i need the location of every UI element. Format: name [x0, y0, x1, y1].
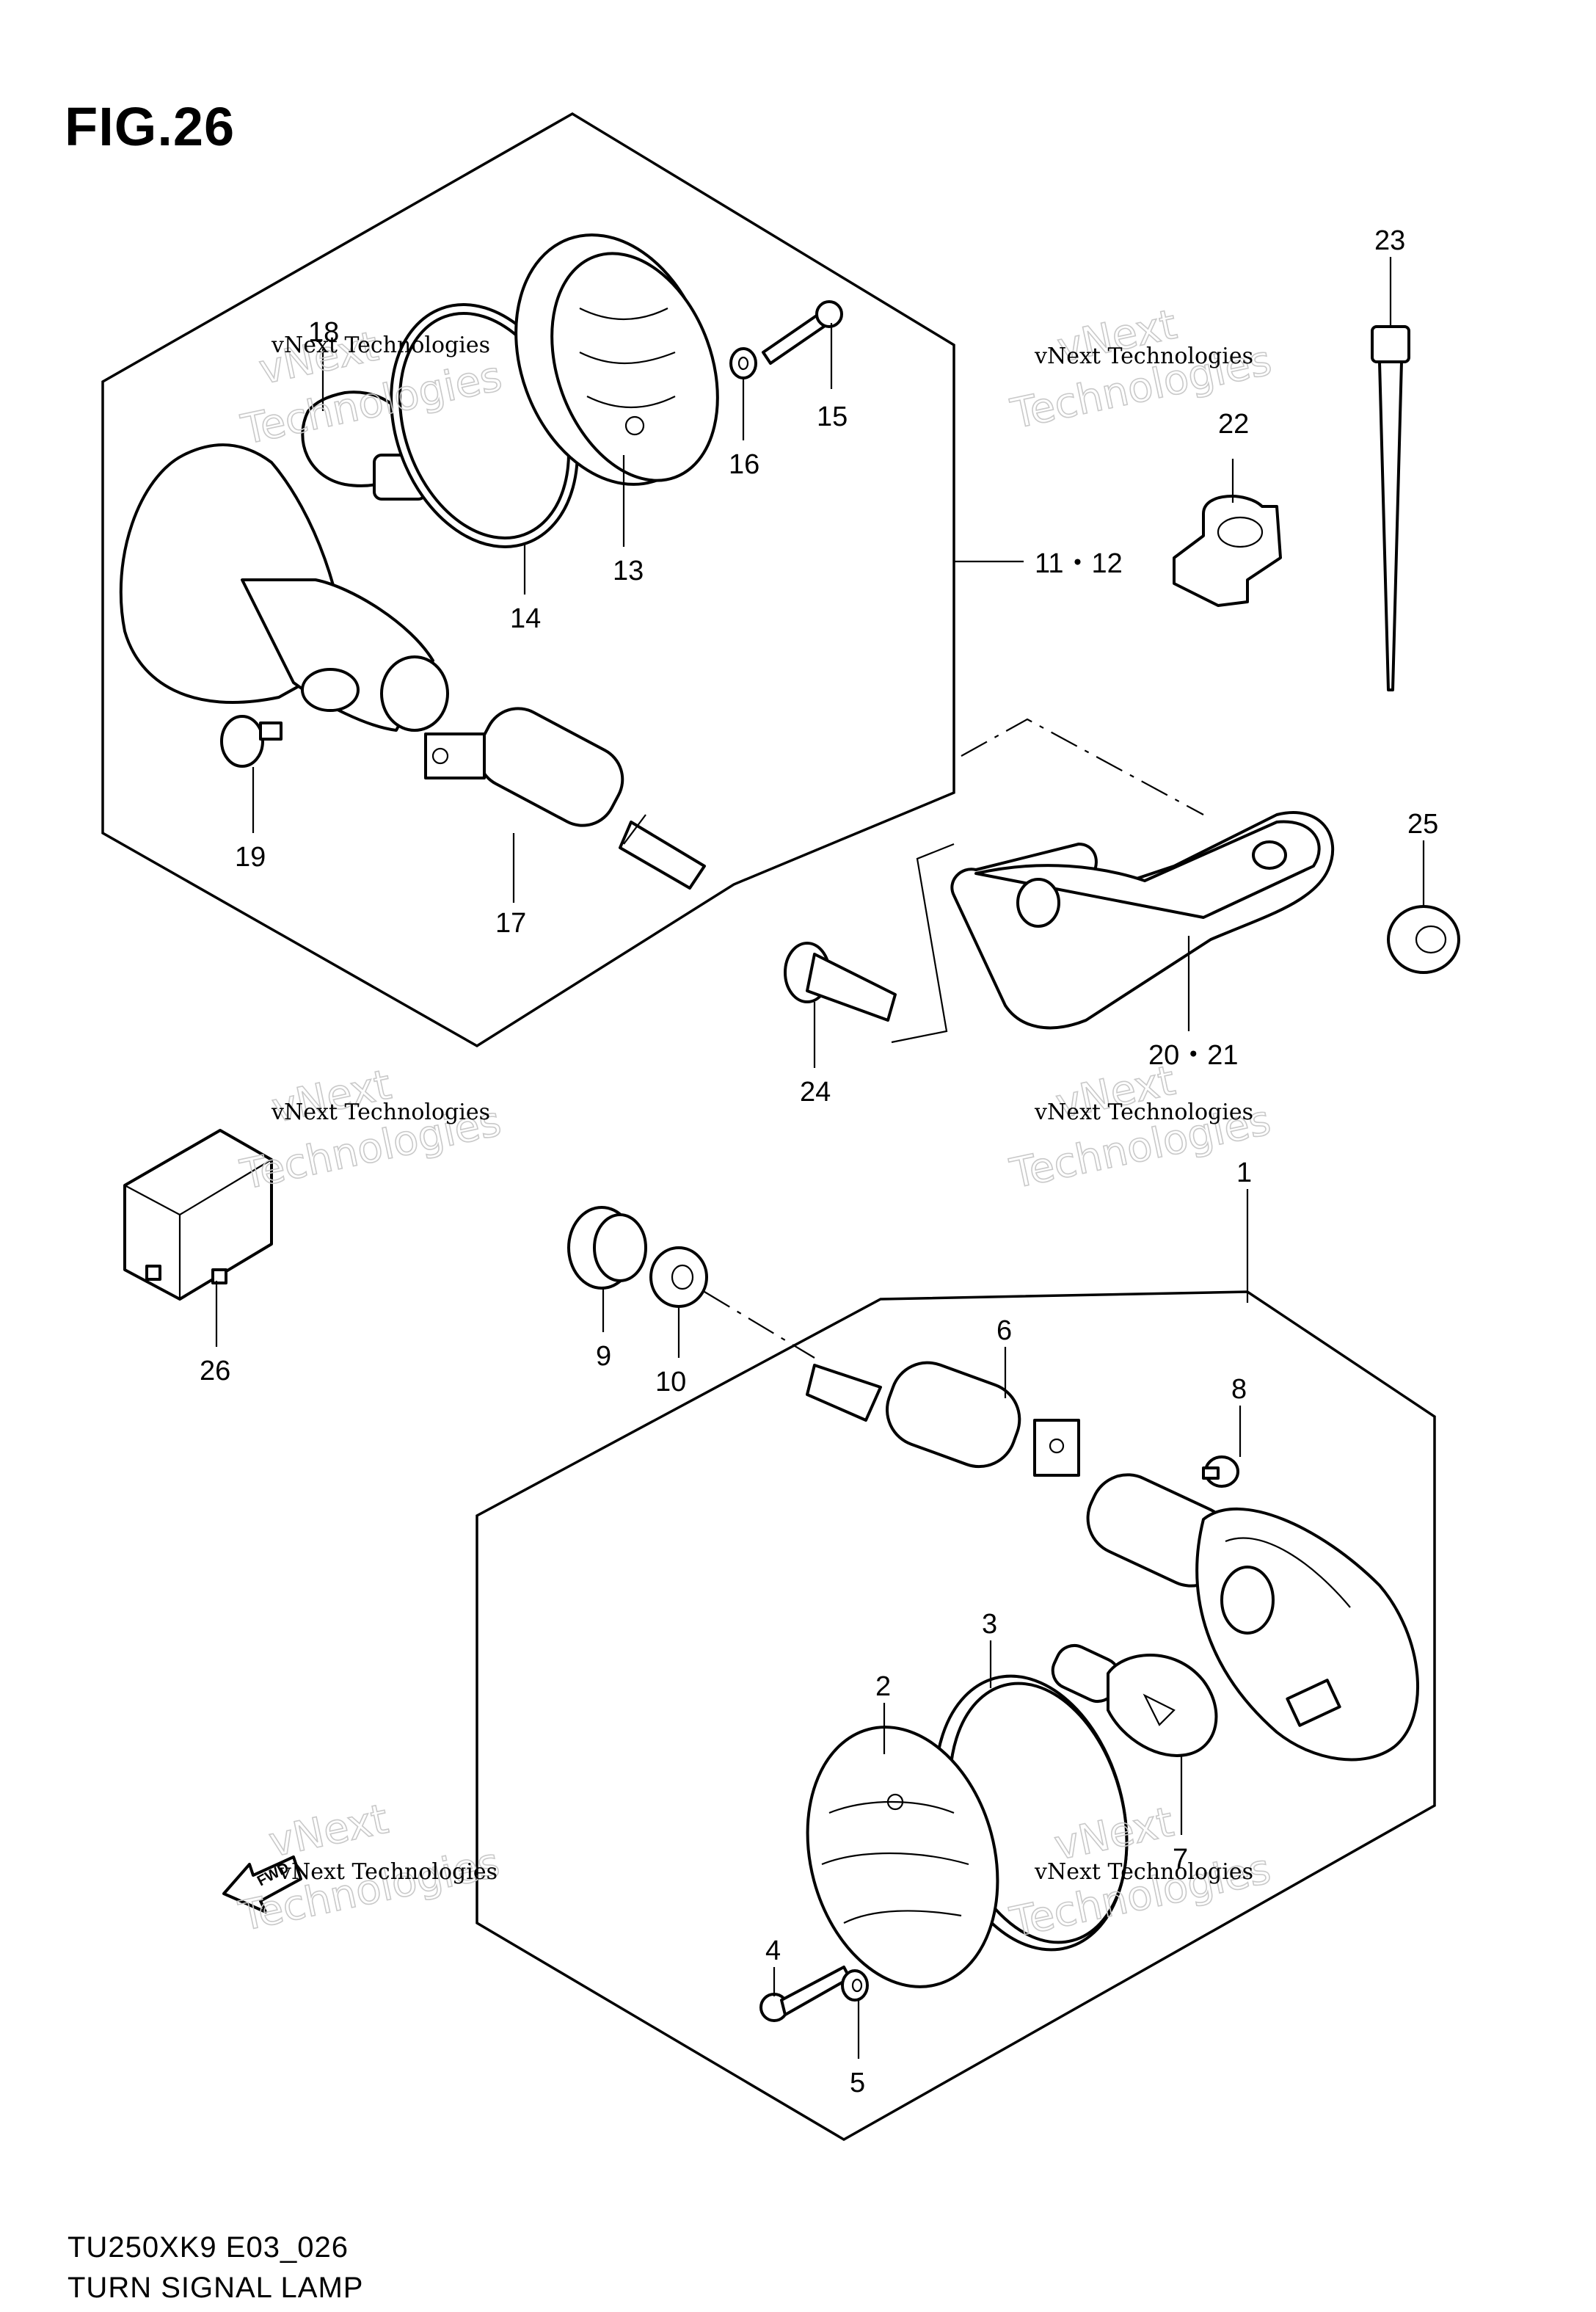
collar-10 — [649, 1246, 708, 1308]
model-code: TU250XK9 E03_026 — [68, 2231, 349, 2264]
callout-23: 23 — [1374, 225, 1405, 256]
svg-text:vNext Technologies: vNext Technologies — [1034, 1859, 1253, 1885]
callout-11-12: 11・12 — [1035, 548, 1123, 579]
callout-8: 8 — [1231, 1374, 1247, 1405]
callout-3: 3 — [982, 1609, 997, 1640]
lower-assembly-outline — [475, 1290, 1436, 2142]
callout-1: 1 — [1236, 1157, 1252, 1188]
diagram-caption: TURN SIGNAL LAMP — [68, 2272, 364, 2304]
callout-10: 10 — [655, 1367, 686, 1397]
bracket-break-line — [891, 843, 955, 1044]
callout-7: 7 — [1173, 1844, 1188, 1875]
clamp-22 — [1173, 495, 1282, 607]
svg-text:vNext Technologies: vNext Technologies — [1034, 343, 1253, 369]
callout-13: 13 — [613, 556, 644, 586]
grommet-alignment-line — [704, 1291, 815, 1359]
callout-18: 18 — [308, 317, 339, 348]
bracket-20-21 — [950, 811, 1335, 1030]
callout-26: 26 — [200, 1356, 230, 1386]
callout-20-21: 20・21 — [1148, 1040, 1239, 1071]
callout-17: 17 — [495, 908, 526, 939]
screw-8 — [1202, 1455, 1239, 1488]
callout-19: 19 — [235, 842, 266, 873]
cable-tie-23 — [1371, 325, 1410, 691]
washer-5 — [841, 1969, 869, 2002]
callout-6: 6 — [996, 1315, 1012, 1346]
callout-22: 22 — [1218, 409, 1249, 440]
lens-2 — [806, 1726, 999, 1988]
screw-15 — [762, 300, 843, 365]
svg-text:vNext: vNext — [265, 1795, 393, 1867]
callout-16: 16 — [729, 449, 759, 480]
callout-15: 15 — [817, 401, 848, 432]
screw-19 — [220, 715, 283, 768]
bulb-7 — [1051, 1644, 1218, 1757]
nut-25 — [1387, 905, 1460, 974]
callout-25: 25 — [1407, 809, 1438, 840]
callout-24: 24 — [800, 1077, 831, 1108]
bracket-alignment-line — [961, 718, 1204, 815]
lens-13 — [514, 233, 719, 486]
svg-text:vNext Technologies: vNext Technologies — [278, 1859, 498, 1885]
callout-2: 2 — [875, 1671, 891, 1702]
upper-assembly-outline — [101, 112, 955, 1048]
housing-lower — [1086, 1473, 1419, 1762]
watermark-middle-right: vNext Technologies vNext Technologies — [1005, 1056, 1275, 1199]
svg-text:vNext Technologies: vNext Technologies — [271, 332, 490, 358]
watermark-middle-left: vNext Technologies vNext Technologies — [236, 1061, 506, 1200]
svg-text:vNext Technologies: vNext Technologies — [271, 1099, 490, 1125]
watermark-top-right: vNext Technologies vNext Technologies — [1006, 300, 1276, 439]
callout-4: 4 — [765, 1935, 781, 1966]
washer-16 — [729, 347, 757, 379]
callout-9: 9 — [596, 1341, 611, 1372]
bolt-24 — [784, 942, 897, 1022]
leader-lines — [215, 257, 1425, 2059]
socket-6 — [806, 1361, 1080, 1477]
callout-14: 14 — [510, 603, 541, 634]
figure-title: FIG.26 — [65, 96, 236, 157]
callout-5: 5 — [850, 2068, 865, 2098]
relay-26 — [123, 1129, 273, 1301]
svg-text:vNext Technologies: vNext Technologies — [1034, 1099, 1253, 1125]
housing-17-assembly — [119, 443, 706, 890]
grommet-9 — [567, 1206, 647, 1290]
